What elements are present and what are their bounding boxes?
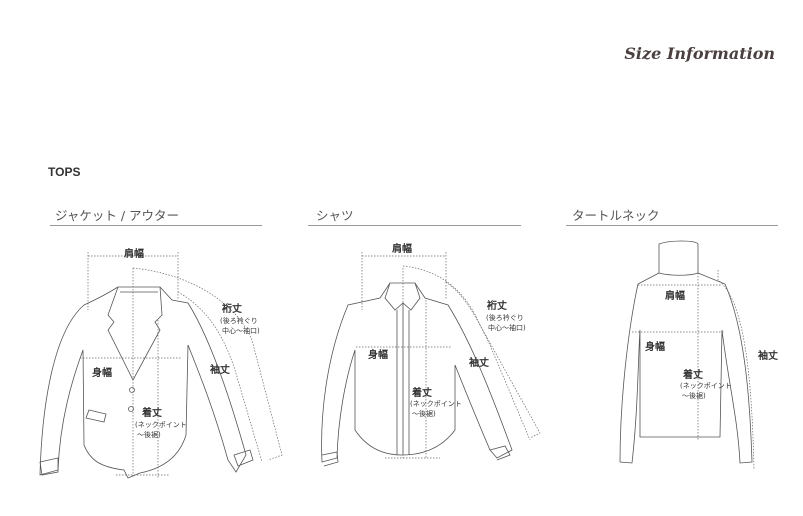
- divider: [50, 225, 262, 226]
- shirt-length-label: 着丈: [412, 388, 432, 399]
- jacket-yuki-note-1: (後ろ衿ぐり: [220, 317, 258, 325]
- shirt-chest-label: 身幅: [368, 350, 388, 361]
- jacket-yuki-label: 裄丈: [222, 304, 242, 315]
- page-title: Size Information: [624, 44, 775, 63]
- shirt-length-note-2: 〜後裾): [412, 410, 436, 418]
- shirt-sleeve-label: 袖丈: [469, 358, 489, 369]
- jacket-diagram: [39, 252, 283, 479]
- shirt-yuki-note-2: 中心〜袖口): [488, 324, 526, 332]
- turtleneck-chest-label: 身幅: [645, 342, 665, 353]
- divider: [308, 225, 521, 226]
- jacket-length-label: 着丈: [142, 408, 162, 419]
- turtleneck-length-note-2: 〜後裾): [682, 392, 706, 400]
- divider: [566, 225, 778, 226]
- shirt-yuki-note-1: (後ろ衿ぐり: [486, 314, 524, 322]
- jacket-shoulder-label: 肩幅: [124, 249, 144, 260]
- shirt-length-note-1: (ネックポイント: [410, 400, 462, 408]
- category-shirt-title: シャツ: [316, 208, 354, 223]
- shirt-yuki-label: 裄丈: [487, 301, 507, 312]
- turtleneck-length-note-1: (ネックポイント: [680, 382, 732, 390]
- section-title-tops: TOPS: [48, 165, 81, 179]
- shirt-diagram: [321, 252, 541, 467]
- category-jacket-title: ジャケット / アウター: [55, 208, 180, 223]
- jacket-length-note-1: (ネックポイント: [135, 421, 187, 429]
- jacket-sleeve-label: 袖丈: [210, 365, 230, 376]
- turtleneck-shoulder-label: 肩幅: [665, 291, 685, 302]
- jacket-length-note-2: 〜後裾): [137, 431, 161, 439]
- jacket-yuki-note-2: 中心〜袖口): [222, 327, 260, 335]
- turtleneck-length-label: 着丈: [683, 370, 703, 381]
- shirt-shoulder-label: 肩幅: [392, 244, 412, 255]
- turtleneck-sleeve-label: 袖丈: [758, 351, 778, 362]
- jacket-chest-label: 身幅: [92, 368, 112, 379]
- turtleneck-diagram: [619, 240, 755, 471]
- category-turtleneck-title: タートルネック: [572, 208, 660, 223]
